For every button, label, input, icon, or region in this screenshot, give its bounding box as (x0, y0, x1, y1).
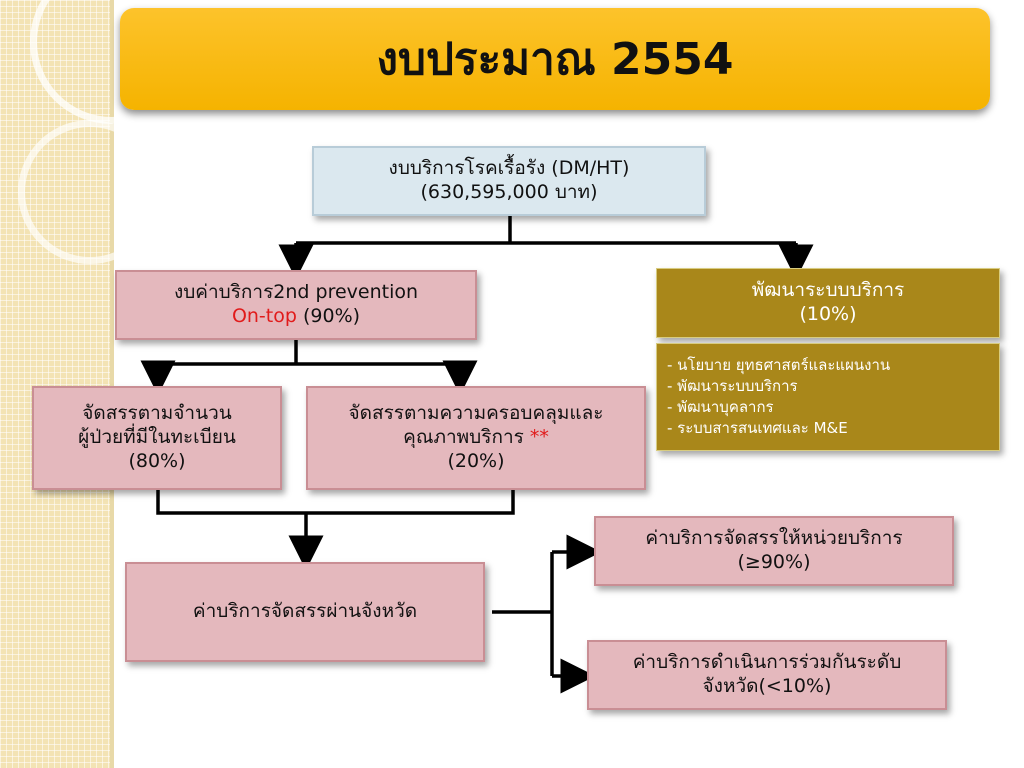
box-line: ค่าบริการจัดสรรให้หน่วยบริการ (645, 527, 903, 550)
box-line: (10%) (799, 303, 857, 325)
sidebar-edge (110, 0, 114, 768)
second-prevention-box: งบค่าบริการ2nd prevention On-top (90%) (115, 270, 477, 340)
box-line: จัดสรรตามความครอบคลุมและ (348, 402, 604, 425)
box-line: (80%) (128, 449, 186, 472)
service-development-box: พัฒนาระบบบริการ (10%) (656, 268, 1000, 338)
box-line: (20%) (447, 449, 505, 472)
service-unit-allocation-box: ค่าบริการจัดสรรให้หน่วยบริการ (≥90%) (594, 516, 954, 586)
alloc-by-coverage-box: จัดสรรตามความครอบคลุมและ คุณภาพบริการ **… (306, 386, 646, 490)
box-line: คุณภาพบริการ ** (403, 426, 549, 450)
box-line: งบบริการโรคเรื้อรัง (DM/HT) (388, 157, 630, 180)
list-item: - พัฒนาบุคลากร (667, 398, 774, 416)
box-line: (≥90%) (737, 551, 811, 573)
box-line: จังหวัด(<10%) (702, 675, 832, 697)
title-banner: งบประมาณ 2554 (120, 8, 990, 110)
stars-marker: ** (529, 426, 549, 449)
box-line: งบค่าบริการ2nd prevention (173, 281, 419, 304)
provincial-allocation-box: ค่าบริการจัดสรรผ่านจังหวัด (125, 562, 485, 662)
box-line: ผู้ป่วยที่มีในทะเบียน (78, 426, 236, 449)
box-line: (630,595,000 บาท) (420, 181, 598, 203)
service-development-list: - นโยบาย ยุทธศาสตร์และแผนงาน - พัฒนาระบบ… (656, 343, 1000, 451)
connector-merge (156, 485, 515, 515)
page-title: งบประมาณ 2554 (376, 34, 734, 85)
list-item: - พัฒนาระบบบริการ (667, 377, 798, 395)
list-item: - ระบบสารสนเทศและ M&E (667, 419, 848, 437)
chronic-disease-budget-box: งบบริการโรคเรื้อรัง (DM/HT) (630,595,000… (312, 146, 706, 216)
box-line: จัดสรรตามจำนวน (82, 402, 232, 425)
percent-label: (90%) (296, 305, 361, 327)
box-line: On-top (90%) (232, 305, 360, 329)
provincial-joint-operation-box: ค่าบริการดำเนินการร่วมกันระดับ จังหวัด(<… (587, 640, 947, 710)
box-text: คุณภาพบริการ (403, 426, 530, 449)
alloc-by-patient-count-box: จัดสรรตามจำนวน ผู้ป่วยที่มีในทะเบียน (80… (32, 386, 282, 490)
list-item: - นโยบาย ยุทธศาสตร์และแผนงาน (667, 356, 891, 374)
ontop-label: On-top (231, 305, 297, 327)
box-line: ค่าบริการดำเนินการร่วมกันระดับ (632, 651, 902, 674)
box-line: ค่าบริการจัดสรรผ่านจังหวัด (192, 600, 418, 623)
decorative-ring (18, 120, 162, 264)
box-line: พัฒนาระบบบริการ (751, 279, 905, 302)
